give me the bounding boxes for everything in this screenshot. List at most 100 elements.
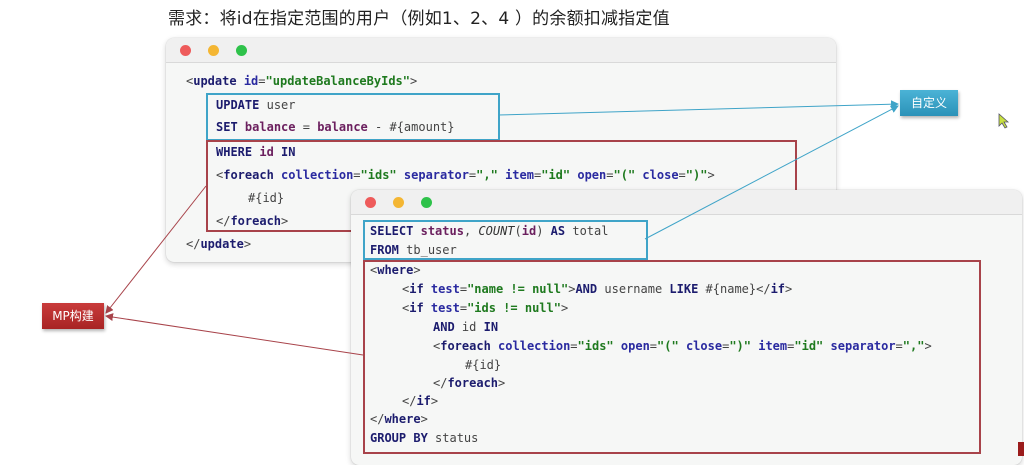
tag-name: where xyxy=(384,412,421,426)
tag-name: update xyxy=(193,74,237,88)
attr-name: separator xyxy=(830,339,896,353)
column-name: status xyxy=(420,224,464,238)
attr-value: "ids != null" xyxy=(467,301,561,315)
custom-label: 自定义 xyxy=(900,90,958,116)
attr-value: "ids" xyxy=(577,339,614,353)
code-line: </update> xyxy=(186,237,252,251)
code-line: FROM tb_user xyxy=(370,241,457,260)
page-title: 需求：将id在指定范围的用户（例如1、2、4 ）的余额扣减指定值 xyxy=(168,9,670,29)
code-line: <if test="name != null">AND username LIK… xyxy=(402,282,793,296)
tag-name: foreach xyxy=(447,376,499,390)
tag-name: if xyxy=(409,282,424,296)
code-line: </if> xyxy=(402,394,439,408)
expression: #{name} xyxy=(705,282,757,296)
close-window-icon[interactable] xyxy=(365,197,376,208)
attr-name: item xyxy=(505,168,534,182)
keyword: SET xyxy=(216,120,238,134)
attr-value: "id" xyxy=(794,339,824,353)
column-name: balance xyxy=(244,120,296,134)
attr-value: "name != null" xyxy=(467,282,569,296)
mouse-cursor-icon xyxy=(998,113,1010,129)
tag-name: foreach xyxy=(440,339,491,353)
code-line: #{id} xyxy=(465,356,501,375)
function-name: COUNT xyxy=(478,224,515,238)
code-line: SET balance = balance - #{amount} xyxy=(216,118,455,137)
attr-value: "ids" xyxy=(360,168,397,182)
tag-name: where xyxy=(377,263,414,277)
attr-name: close xyxy=(685,339,723,353)
alias: total xyxy=(572,224,609,238)
code-line: GROUP BY status xyxy=(370,429,478,448)
keyword: LIKE xyxy=(669,282,699,296)
window-titlebar xyxy=(351,190,1022,215)
code-line: <if test="ids != null"> xyxy=(402,301,569,315)
table-name: tb_user xyxy=(406,243,457,257)
tag-name: update xyxy=(200,237,244,251)
column-name: id xyxy=(521,224,537,238)
keyword: AS xyxy=(550,224,566,238)
tag-name: foreach xyxy=(223,168,274,182)
attr-name: test xyxy=(430,301,460,315)
attr-value: "(" xyxy=(657,339,679,353)
attr-value: "," xyxy=(476,168,498,182)
code-line: #{id} xyxy=(248,189,284,208)
code-line: WHERE id IN xyxy=(216,143,296,162)
attr-name: collection xyxy=(498,339,571,353)
column-name: id xyxy=(259,145,274,159)
code-line: <where> xyxy=(370,263,421,277)
maximize-window-icon[interactable] xyxy=(236,45,247,56)
keyword: GROUP BY xyxy=(370,431,428,445)
arrow-mp-2 xyxy=(105,313,364,356)
code-line: <foreach collection="ids" open="(" close… xyxy=(433,339,932,353)
keyword: IN xyxy=(281,145,296,159)
column-name: status xyxy=(435,431,479,445)
keyword: AND xyxy=(433,320,455,334)
code-line: <update id="updateBalanceByIds"> xyxy=(186,74,418,88)
custom-sql-box-2 xyxy=(363,220,648,260)
expression: #{id} xyxy=(465,358,502,372)
tag-name: if xyxy=(416,394,431,408)
column-name: username xyxy=(604,282,663,296)
tag-name: if xyxy=(770,282,786,296)
minimize-window-icon[interactable] xyxy=(393,197,404,208)
code-line: UPDATE user xyxy=(216,96,296,115)
code-line: </foreach> xyxy=(216,214,289,228)
attr-name: close xyxy=(642,168,679,182)
keyword: FROM xyxy=(370,243,399,257)
column-name: balance xyxy=(317,120,368,134)
mp-build-label: MP构建 xyxy=(42,303,104,329)
tag-name: foreach xyxy=(230,214,282,228)
operator: = xyxy=(302,120,310,134)
table-name: user xyxy=(266,98,296,112)
keyword: AND xyxy=(575,282,598,296)
minimize-window-icon[interactable] xyxy=(208,45,219,56)
attr-value: "," xyxy=(902,339,925,353)
attr-value: ")" xyxy=(729,339,751,353)
expression: #{id} xyxy=(248,191,285,205)
attr-name: open xyxy=(620,339,650,353)
corner-marker xyxy=(1018,442,1024,456)
attr-name: collection xyxy=(281,168,354,182)
keyword: SELECT xyxy=(370,224,414,238)
window-titlebar xyxy=(166,38,836,63)
keyword: IN xyxy=(483,320,499,334)
tag-name: if xyxy=(409,301,424,315)
close-window-icon[interactable] xyxy=(180,45,191,56)
expression: - #{amount} xyxy=(375,120,455,134)
code-line: </foreach> xyxy=(433,376,506,390)
column-name: id xyxy=(461,320,477,334)
attr-value: "updateBalanceByIds" xyxy=(265,74,411,88)
code-line: <foreach collection="ids" separator="," … xyxy=(216,168,715,182)
attr-name: id xyxy=(243,74,259,88)
code-line: </where> xyxy=(370,412,428,426)
attr-name: open xyxy=(577,168,607,182)
attr-value: "id" xyxy=(541,168,571,182)
attr-name: item xyxy=(758,339,788,353)
keyword: UPDATE xyxy=(216,98,260,112)
mp-sql-box-2 xyxy=(363,260,981,454)
maximize-window-icon[interactable] xyxy=(421,197,432,208)
attr-value: ")" xyxy=(685,168,708,182)
attr-value: "(" xyxy=(613,168,636,182)
code-line: SELECT status, COUNT(id) AS total xyxy=(370,224,609,238)
code-line: AND id IN xyxy=(433,318,498,337)
